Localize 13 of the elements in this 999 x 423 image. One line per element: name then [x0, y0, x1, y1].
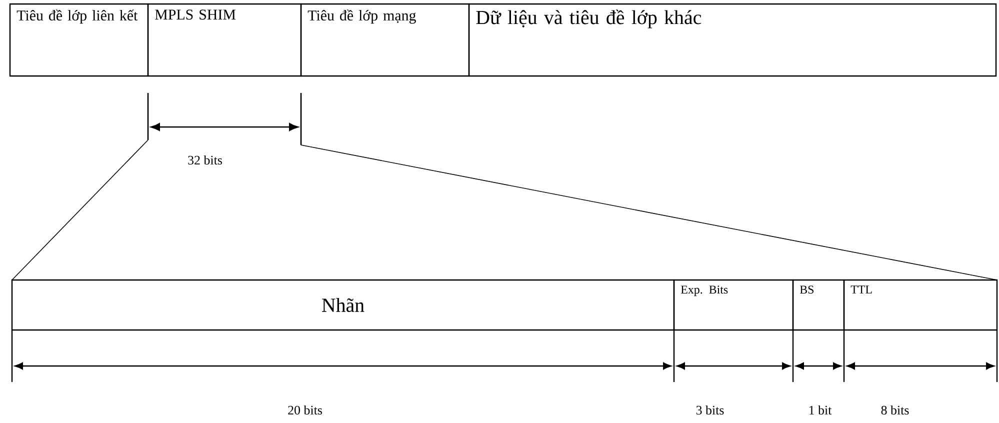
field-box: Dữ liệu và tiêu đề lớp khác: [468, 3, 997, 77]
dimension-label: 32 bits: [188, 155, 222, 165]
field-box: Tiêu đề lớp mạng: [300, 3, 470, 77]
field-box: TTL: [843, 279, 998, 331]
dimension-label: 3 bits: [696, 405, 724, 415]
field-box: Nhãn: [11, 279, 675, 331]
field-box: Exp. Bits: [673, 279, 794, 331]
field-box: MPLS SHIM: [147, 3, 302, 77]
field-box: BS: [792, 279, 845, 331]
dimension-label: 20 bits: [288, 405, 322, 415]
dimension-label: 1 bit: [809, 405, 832, 415]
dimension-label: 8 bits: [881, 405, 909, 415]
field-box: Tiêu đề lớp liên kết: [9, 3, 149, 77]
